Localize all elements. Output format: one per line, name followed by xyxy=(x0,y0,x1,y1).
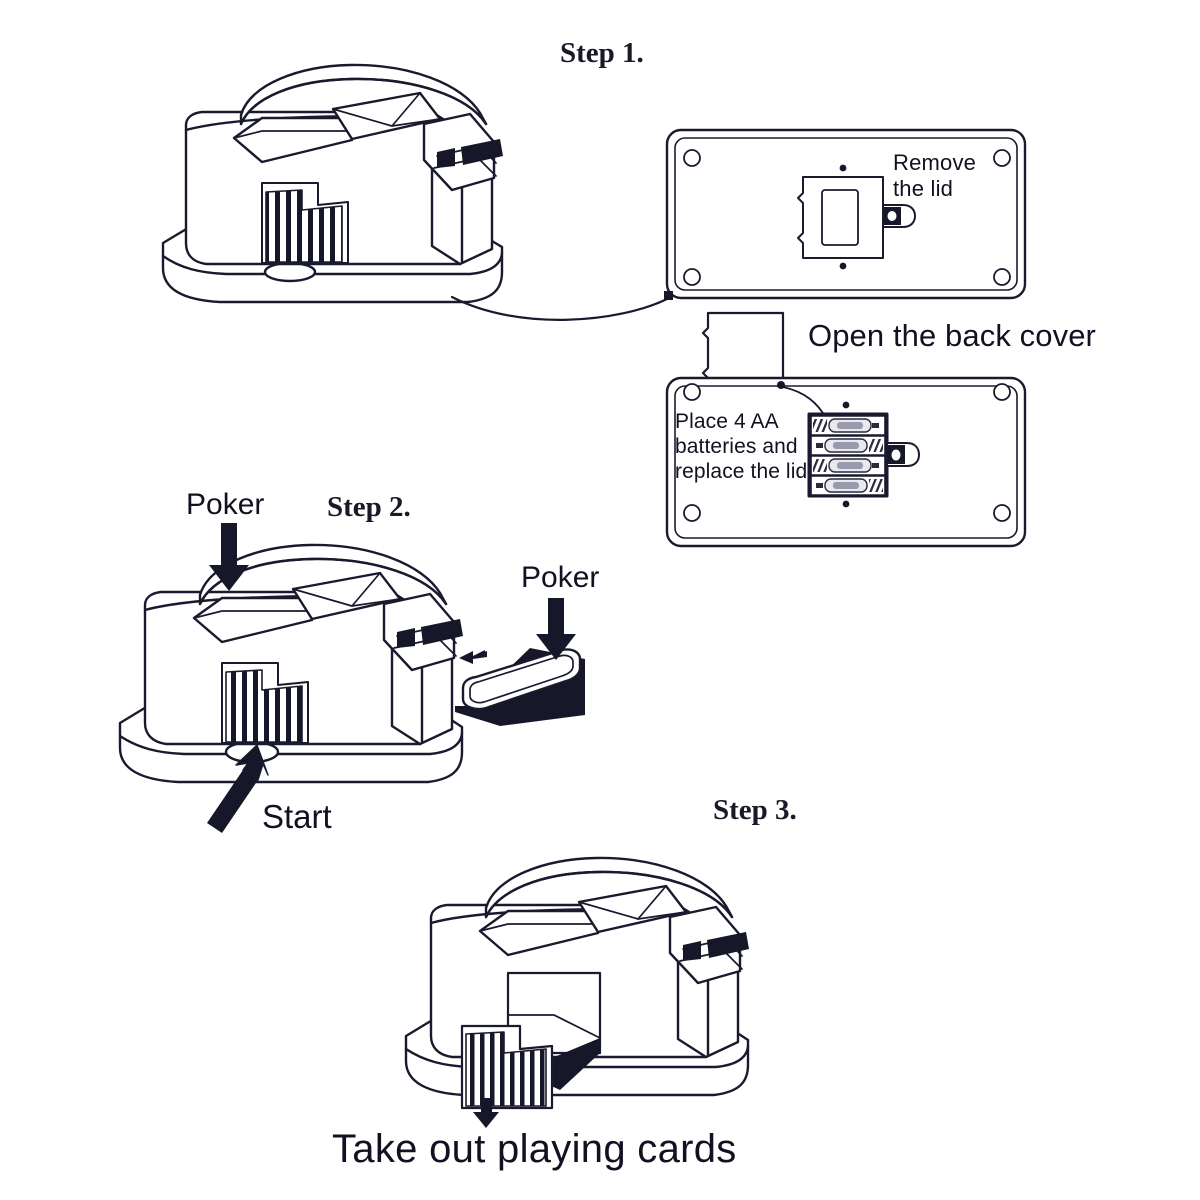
arrow-diagonal-icon-start xyxy=(207,744,269,833)
marker-dot xyxy=(839,262,847,270)
detached-lid xyxy=(701,311,785,395)
arrow-out-icon xyxy=(473,1098,499,1128)
back-panel-lid xyxy=(664,128,1027,300)
card-tray-right-step1 xyxy=(422,112,503,192)
remove-lid-line-1: Remove xyxy=(893,150,977,175)
card-stack-step1 xyxy=(261,182,349,264)
card-tray-right-step2 xyxy=(382,592,463,672)
shuffler-top-arch-step2 xyxy=(198,543,448,606)
poker-label-right: Poker xyxy=(521,561,600,594)
step-3-title: Step 3. xyxy=(713,794,797,826)
screw-hole xyxy=(683,149,701,167)
shuffler-top-arch xyxy=(239,63,488,126)
shuffler-illustration-step3 xyxy=(404,856,750,1128)
marker-dot xyxy=(842,500,850,508)
arrow-down-icon-poker-left xyxy=(209,523,249,591)
marker-dot xyxy=(839,164,847,172)
screw-hole xyxy=(993,504,1011,522)
card-tray-right-step3 xyxy=(668,905,749,985)
screw-hole xyxy=(683,504,701,522)
card-stack-step2 xyxy=(221,662,309,744)
ejected-card-stack xyxy=(460,1024,554,1110)
place-batteries-line-1: Place 4 AA xyxy=(675,410,779,433)
shuffler-top-arch-step3 xyxy=(484,856,734,919)
arrow-down-icon-poker-right xyxy=(536,598,576,660)
lid-latch-tab xyxy=(882,204,916,228)
place-batteries-line-2: batteries and xyxy=(675,434,798,458)
battery-lid-latch-tab xyxy=(886,442,920,467)
step-1-title: Step 1. xyxy=(560,37,644,69)
battery-compartment-panel xyxy=(665,376,1027,548)
step-2-title: Step 2. xyxy=(327,491,411,523)
battery-slot-4 xyxy=(810,475,886,496)
screw-hole xyxy=(683,268,701,286)
battery-holder xyxy=(807,412,889,498)
start-button-oval-step1 xyxy=(263,261,317,283)
screw-hole xyxy=(993,149,1011,167)
shuffler-illustration-step1 xyxy=(161,63,504,304)
screw-hole xyxy=(993,268,1011,286)
poker-label-left: Poker xyxy=(186,488,265,521)
battery-slot-2 xyxy=(810,435,886,456)
take-out-cards-label: Take out playing cards xyxy=(332,1127,737,1171)
card-tray-left-step2 xyxy=(192,596,314,644)
start-label: Start xyxy=(262,798,332,835)
battery-slot-1 xyxy=(810,415,886,436)
screw-hole xyxy=(683,383,701,401)
battery-lid-plate xyxy=(797,176,884,259)
center-window-step2 xyxy=(291,571,402,621)
leader-line-step1 xyxy=(450,295,669,321)
center-window-step1 xyxy=(331,91,442,141)
open-back-cover-label: Open the back cover xyxy=(808,318,1096,353)
marker-dot xyxy=(842,401,850,409)
shuffler-illustration-step2 xyxy=(118,523,585,833)
loose-poker-card xyxy=(455,648,585,726)
screw-hole xyxy=(993,383,1011,401)
remove-lid-line-2: the lid xyxy=(893,175,954,201)
arrow-left-icon xyxy=(459,650,487,664)
center-window-step3 xyxy=(577,884,688,934)
battery-slot-3 xyxy=(810,455,886,476)
place-batteries-line-3: replace the lid xyxy=(675,459,808,483)
